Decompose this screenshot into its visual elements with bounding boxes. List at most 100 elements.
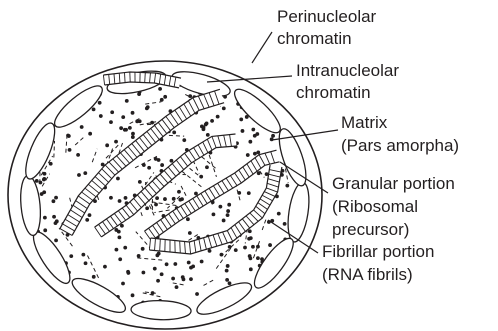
granule-dot: [268, 243, 272, 247]
granule-dot: [249, 267, 253, 271]
fibre-stroke: [75, 136, 85, 145]
granule-dot: [103, 265, 107, 269]
granule-dot: [175, 285, 179, 289]
fibre-stroke: [87, 255, 98, 278]
perinucleolar-lobe: [248, 233, 299, 293]
granule-dot: [43, 172, 47, 176]
label-perinucleolar-chromatin: Perinucleolar chromatin: [277, 7, 381, 48]
granule-dot: [49, 162, 53, 166]
granule-dot: [84, 261, 88, 265]
granule-dot: [227, 203, 231, 207]
granule-dot: [52, 199, 56, 203]
granule-dot: [109, 196, 113, 200]
granule-dot: [181, 275, 185, 279]
fibre-stroke: [145, 102, 161, 104]
granule-dot: [253, 152, 257, 156]
granule-dot: [228, 245, 232, 249]
granule-dot: [188, 94, 192, 98]
granule-dot: [42, 190, 46, 194]
granule-dot: [123, 246, 127, 250]
granule-dot: [241, 129, 245, 133]
fibre-stroke: [154, 210, 169, 213]
granule-dot: [137, 92, 141, 96]
perinucleolar-lobe: [229, 84, 286, 139]
granule-dot: [256, 151, 260, 155]
granule-dot: [189, 277, 193, 281]
granule-dot: [208, 249, 212, 253]
granule-dot: [66, 134, 70, 138]
granule-dot: [131, 132, 135, 136]
granule-dot: [68, 148, 72, 152]
granule-dot: [131, 135, 135, 139]
granule-dot: [110, 110, 114, 114]
granule-dot: [119, 126, 123, 130]
granule-dot: [115, 248, 119, 252]
granule-dot: [199, 175, 203, 179]
granule-dot: [114, 140, 118, 144]
perinucleolar-lobe: [27, 227, 76, 288]
granule-dot: [88, 132, 92, 136]
granule-dot: [247, 191, 251, 195]
granule-dot: [145, 206, 149, 210]
granule-dot: [117, 230, 121, 234]
granule-dot: [173, 262, 177, 266]
granule-dot: [277, 212, 281, 216]
granule-dot: [69, 254, 73, 258]
granule-dot: [163, 95, 167, 99]
granule-dot: [195, 292, 199, 296]
granule-dot: [239, 118, 243, 122]
granule-dot: [124, 128, 128, 132]
granule-dot: [160, 272, 164, 276]
granule-dot: [222, 106, 226, 110]
granule-dot: [285, 184, 289, 188]
granule-dot: [182, 138, 186, 142]
granule-dot: [153, 267, 157, 271]
granule-dot: [137, 254, 141, 258]
granule-dot: [194, 192, 198, 196]
granule-dot: [77, 173, 81, 177]
granule-dot: [186, 217, 190, 221]
granule-dot: [248, 229, 252, 233]
granule-dot: [225, 269, 229, 273]
granule-dot: [187, 261, 191, 265]
granule-dot: [116, 177, 120, 181]
perinucleolar-lobe: [18, 175, 42, 236]
granule-dot: [247, 237, 251, 241]
granule-dot: [88, 213, 92, 217]
granule-dot: [158, 87, 162, 91]
granule-dot: [141, 271, 145, 275]
granule-dot: [85, 218, 89, 222]
granule-dot: [271, 134, 275, 138]
granule-dot: [99, 114, 103, 118]
granule-dot: [205, 121, 209, 125]
granule-dot: [131, 293, 135, 297]
granule-dot: [54, 196, 58, 200]
granule-dot: [200, 260, 204, 264]
perinucleolar-lobe: [193, 277, 255, 320]
granule-dot: [155, 196, 159, 200]
granule-dot: [147, 166, 151, 170]
granule-dot: [212, 212, 216, 216]
perinucleolar-lobe: [131, 300, 192, 321]
granule-dot: [216, 115, 220, 119]
granule-dot: [191, 265, 195, 269]
granule-dot: [42, 177, 46, 181]
granule-dot: [150, 121, 154, 125]
perinucleolar-lobe: [68, 272, 130, 318]
granule-dot: [246, 153, 250, 157]
granule-dot: [142, 163, 146, 167]
granule-dot: [157, 252, 161, 256]
granule-dot: [177, 190, 181, 194]
granule-dot: [131, 111, 135, 115]
fibre-stroke: [202, 280, 213, 286]
granule-dot: [248, 140, 252, 144]
fibre-stroke: [262, 220, 266, 232]
granule-dot: [54, 239, 58, 243]
granule-dot: [154, 157, 158, 161]
granule-dot: [117, 235, 121, 239]
granule-dot: [151, 291, 155, 295]
granule-dot: [256, 256, 260, 260]
granule-dot: [160, 98, 164, 102]
granule-dot: [226, 209, 230, 213]
fibre-stroke: [135, 156, 157, 168]
